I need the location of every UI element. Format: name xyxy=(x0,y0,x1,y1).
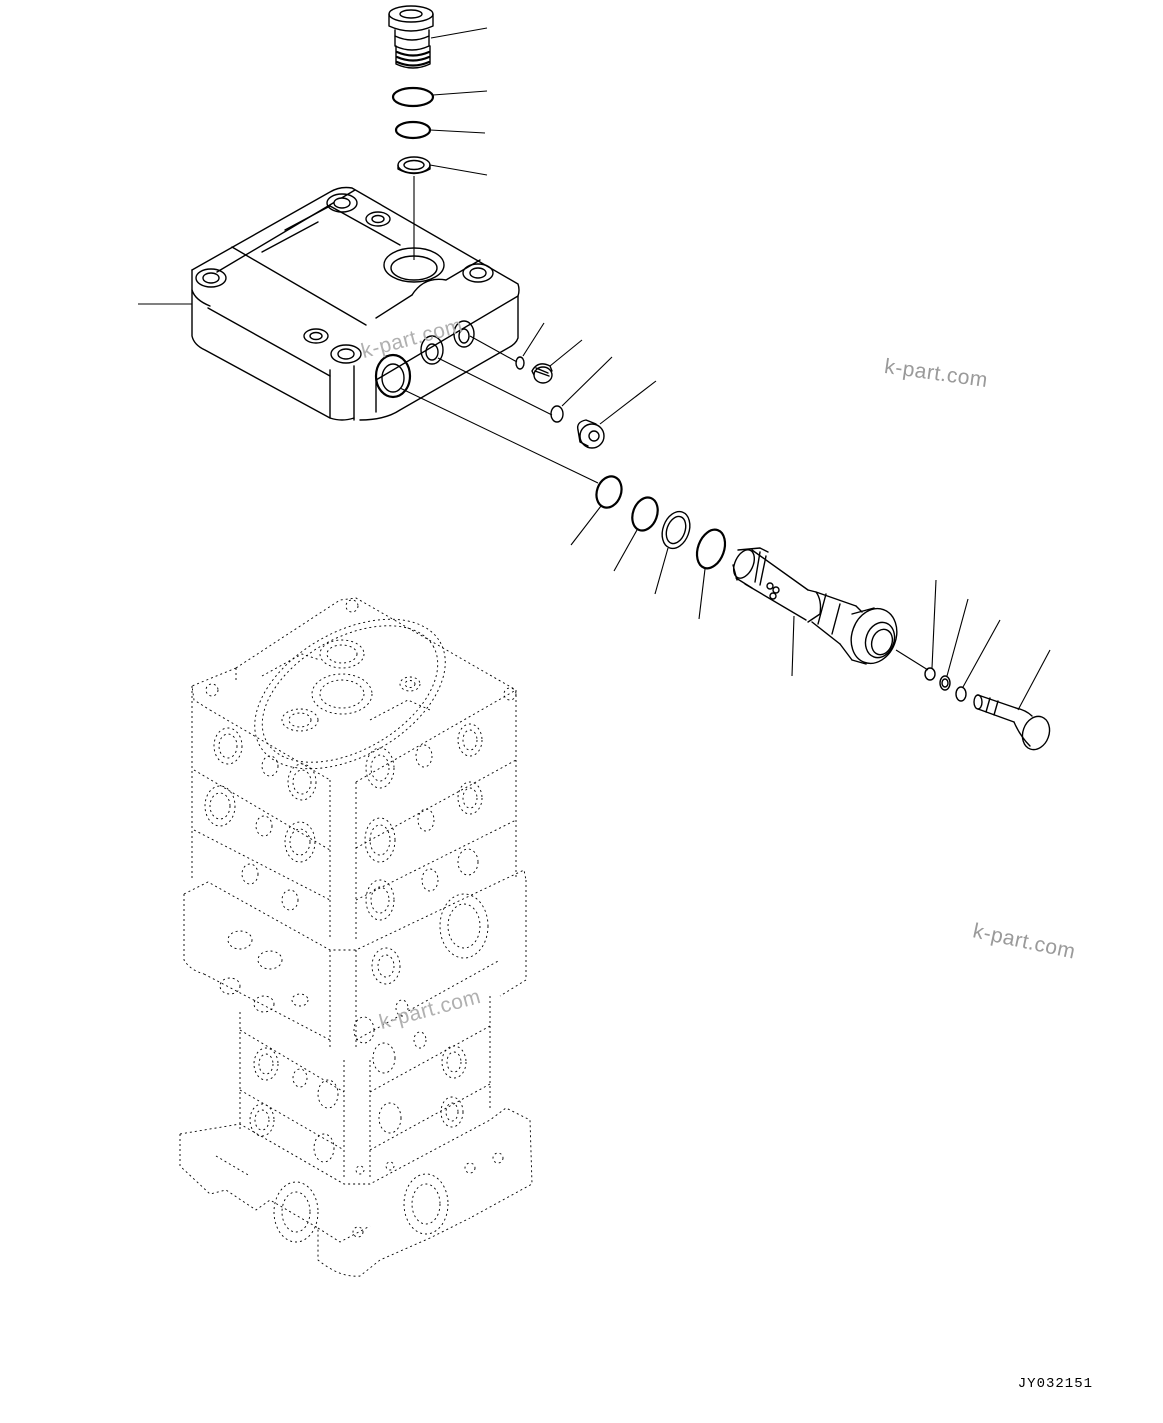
o-ring-icon xyxy=(515,356,525,370)
spool-icon xyxy=(732,547,898,665)
o-ring-icon xyxy=(550,405,564,423)
ring-icon xyxy=(397,156,431,175)
o-ring-icon xyxy=(695,528,727,570)
figure-code: JY032151 xyxy=(1017,1376,1093,1392)
o-ring-icon xyxy=(595,475,623,509)
o-ring-icon xyxy=(394,120,432,140)
control-valve-icon xyxy=(179,597,533,1277)
ring-icon xyxy=(939,675,951,691)
o-ring-icon xyxy=(955,686,967,702)
plug-icon xyxy=(531,363,553,384)
o-ring-icon xyxy=(631,496,659,532)
plug-icon xyxy=(388,5,434,69)
valve-case-icon xyxy=(191,186,520,421)
plug-icon xyxy=(973,694,1051,751)
plug-icon xyxy=(576,419,605,449)
o-ring-icon xyxy=(924,667,936,681)
o-ring-icon xyxy=(391,86,435,108)
ring-icon xyxy=(661,510,691,550)
